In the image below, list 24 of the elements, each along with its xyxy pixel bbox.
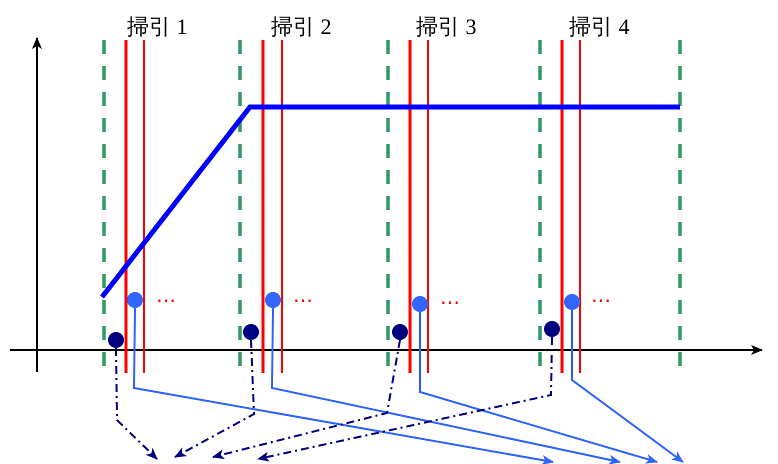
sweep-label: 掃引 1 <box>127 16 188 38</box>
arrow <box>270 308 621 464</box>
sample-dot <box>265 292 281 308</box>
arrow <box>174 340 256 458</box>
sample-dot <box>412 296 428 312</box>
sample-dot <box>544 321 560 337</box>
arrow <box>257 336 553 462</box>
ellipsis: ⋯ <box>591 290 611 310</box>
sweep-label: 掃引 4 <box>569 16 630 38</box>
sample-dot <box>564 294 580 310</box>
sample-dot <box>127 292 143 308</box>
ellipsis: ⋯ <box>440 292 460 312</box>
ellipsis: ⋯ <box>293 290 313 310</box>
arrow <box>132 308 554 464</box>
arrow <box>419 312 658 464</box>
sample-dot <box>243 324 259 340</box>
sample-dot <box>392 324 408 340</box>
sweep-label: 掃引 2 <box>271 16 332 38</box>
ellipsis: ⋯ <box>156 290 176 310</box>
arrow <box>571 310 684 463</box>
arrow <box>115 348 158 460</box>
sample-dot <box>108 332 124 348</box>
arrow <box>212 340 401 460</box>
sweep-label: 掃引 3 <box>416 16 476 38</box>
